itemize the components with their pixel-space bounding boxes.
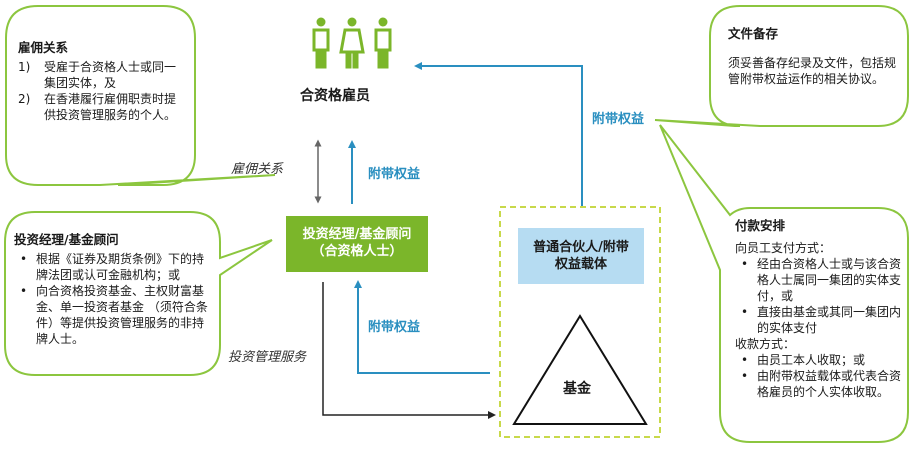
receive-method-list: 由员工本人收取；或 由附带权益载体或代表合资格雇员的个人实体收取。: [735, 352, 903, 400]
callout-payment-title: 付款安排: [735, 218, 786, 233]
callout-records: 文件备存 须妥善备存纪录及文件，包括规管附带权益运作的相关协议。: [728, 26, 900, 87]
callout-manager-title: 投资经理/基金顾问: [14, 232, 119, 247]
callout-employment-list: 1)受雇于合资格人士或同一集团实体，及 2)在香港履行雇佣职责时提供投资管理服务…: [18, 59, 186, 123]
list-item: 根据《证券及期货条例》下的持牌法团或认可金融机构；或: [14, 251, 214, 283]
manager-box: [286, 216, 428, 272]
payment-method-list: 经由合资格人士或与该合资格人士属同一集团的实体支付，或 直接由基金或其同一集团内…: [735, 256, 903, 336]
list-item: 2)在香港履行雇佣职责时提供投资管理服务的个人。: [18, 92, 177, 122]
list-item: 经由合资格人士或与该合资格人士属同一集团的实体支付，或: [735, 256, 903, 304]
callout-records-bubble: [654, 5, 909, 127]
callout-records-body: 须妥善备存纪录及文件，包括规管附带权益运作的相关协议。: [728, 56, 897, 86]
fund-structure-container: [499, 206, 661, 438]
callout-employment-bubble: [5, 5, 276, 186]
callout-records-title: 文件备存: [728, 26, 779, 41]
carried-interest-label-mid: 附带权益: [368, 320, 421, 335]
employment-edge-label: 雇佣关系: [231, 162, 284, 177]
callout-employment: 雇佣关系 1)受雇于合资格人士或同一集团实体，及 2)在香港履行雇佣职责时提供投…: [18, 40, 186, 123]
person-female-icon: [339, 17, 365, 69]
eligible-employee-label: 合资格雇员: [300, 88, 370, 104]
callout-manager-list: 根据《证券及期货条例》下的持牌法团或认可金融机构；或 向合资格投资基金、主权财富…: [14, 251, 214, 347]
callout-manager: 投资经理/基金顾问 根据《证券及期货条例》下的持牌法团或认可金融机构；或 向合资…: [14, 232, 214, 347]
carried-interest-arrow-top: [414, 62, 583, 206]
fund-label: 基金: [563, 381, 591, 397]
manager-box-label: 投资经理/基金顾问 （合资格人士）: [302, 227, 412, 259]
list-item: 由附带权益载体或代表合资格雇员的个人实体收取。: [735, 368, 903, 400]
payment-method-heading: 向员工支付方式：: [735, 241, 832, 255]
person-male-icon: [374, 17, 392, 69]
carried-interest-arrow-mid: [354, 280, 490, 374]
fund-triangle: [512, 314, 648, 425]
mgmt-services-arrow: [322, 282, 496, 419]
carried-interest-label-up: 附带权益: [368, 167, 421, 182]
list-item: 由员工本人收取；或: [735, 352, 903, 368]
mgmt-services-label: 投资管理服务: [228, 350, 307, 365]
gp-box: [518, 228, 644, 284]
carried-interest-label-top: 附带权益: [592, 112, 645, 127]
callout-employment-title: 雇佣关系: [18, 40, 69, 55]
gp-box-label: 普通合伙人/附带 权益载体: [533, 240, 629, 272]
callout-payment: 付款安排 向员工支付方式： 经由合资格人士或与该合资格人士属同一集团的实体支付，…: [735, 218, 903, 400]
list-item: 1)受雇于合资格人士或同一集团实体，及: [18, 60, 177, 90]
list-item: 直接由基金或其同一集团内的实体支付: [735, 304, 903, 336]
list-item: 向合资格投资基金、主权财富基金、单一投资者基金 （须符合条件）等提供投资管理服务…: [14, 283, 214, 347]
person-male-icon: [312, 17, 330, 69]
receive-method-heading: 收款方式：: [735, 337, 796, 351]
